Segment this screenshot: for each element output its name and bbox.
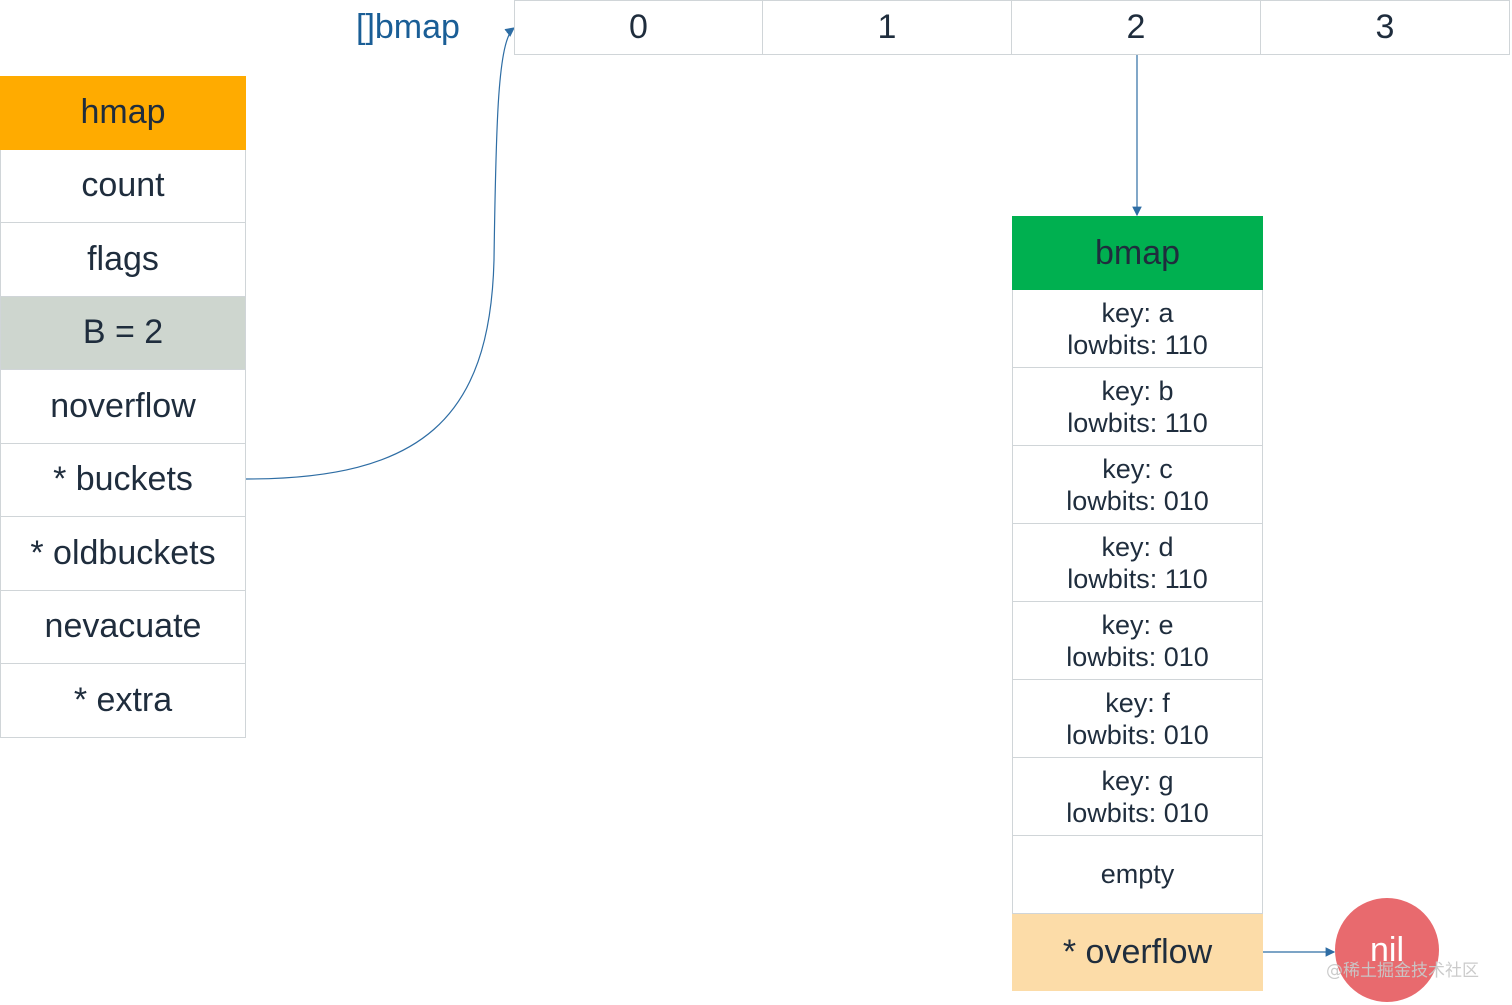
entry-lowbits: lowbits: 110 [1067, 563, 1208, 594]
entry-key: key: e [1101, 609, 1174, 640]
bmap-empty-slot: empty [1012, 836, 1263, 914]
bmap-entry: key: a lowbits: 110 [1012, 290, 1263, 368]
watermark: @稀土掘金技术社区 [1326, 961, 1479, 981]
hmap-title: hmap [0, 76, 246, 150]
entry-lowbits: lowbits: 110 [1067, 407, 1208, 438]
hmap-field-noverflow: noverflow [0, 370, 246, 444]
buckets-pointer-arrow [245, 27, 515, 480]
hmap-field-extra: * extra [0, 664, 246, 738]
bucket-slot-2: 2 [1012, 0, 1261, 55]
bucket-slot-0: 0 [514, 0, 763, 55]
entry-lowbits: lowbits: 010 [1066, 797, 1209, 828]
bucket-array-label: []bmap [356, 8, 460, 46]
entry-lowbits: lowbits: 010 [1066, 485, 1209, 516]
entry-key: key: b [1101, 375, 1174, 406]
hmap-field-buckets: * buckets [0, 443, 246, 517]
entry-lowbits: lowbits: 010 [1066, 641, 1209, 672]
bmap-title: bmap [1012, 216, 1263, 290]
entry-key: key: d [1101, 531, 1174, 562]
hmap-field-flags: flags [0, 223, 246, 297]
hmap-struct: hmap count flags B = 2 noverflow * bucke… [0, 76, 246, 738]
entry-lowbits: lowbits: 110 [1067, 329, 1208, 360]
entry-key: key: a [1101, 297, 1174, 328]
entry-lowbits: lowbits: 010 [1066, 719, 1209, 750]
bmap-entry: key: g lowbits: 010 [1012, 758, 1263, 836]
entry-key: key: c [1102, 453, 1173, 484]
bmap-entry: key: f lowbits: 010 [1012, 680, 1263, 758]
bmap-entry: key: c lowbits: 010 [1012, 446, 1263, 524]
bucket-slot-3: 3 [1261, 0, 1510, 55]
bmap-entry: key: b lowbits: 110 [1012, 368, 1263, 446]
bmap-overflow-pointer: * overflow [1012, 914, 1263, 991]
hmap-field-nevacuate: nevacuate [0, 590, 246, 664]
bucket-slot-1: 1 [763, 0, 1012, 55]
entry-key: key: g [1101, 765, 1174, 796]
hmap-field-oldbuckets: * oldbuckets [0, 517, 246, 591]
hmap-field-count: count [0, 149, 246, 223]
bmap-struct: bmap key: a lowbits: 110 key: b lowbits:… [1012, 216, 1263, 991]
bmap-entry: key: d lowbits: 110 [1012, 524, 1263, 602]
nil-node: nil [1335, 898, 1439, 1002]
hmap-field-b: B = 2 [0, 296, 246, 370]
bucket-array: 0 1 2 3 [514, 0, 1510, 55]
entry-key: key: f [1105, 687, 1170, 718]
bmap-entry: key: e lowbits: 010 [1012, 602, 1263, 680]
